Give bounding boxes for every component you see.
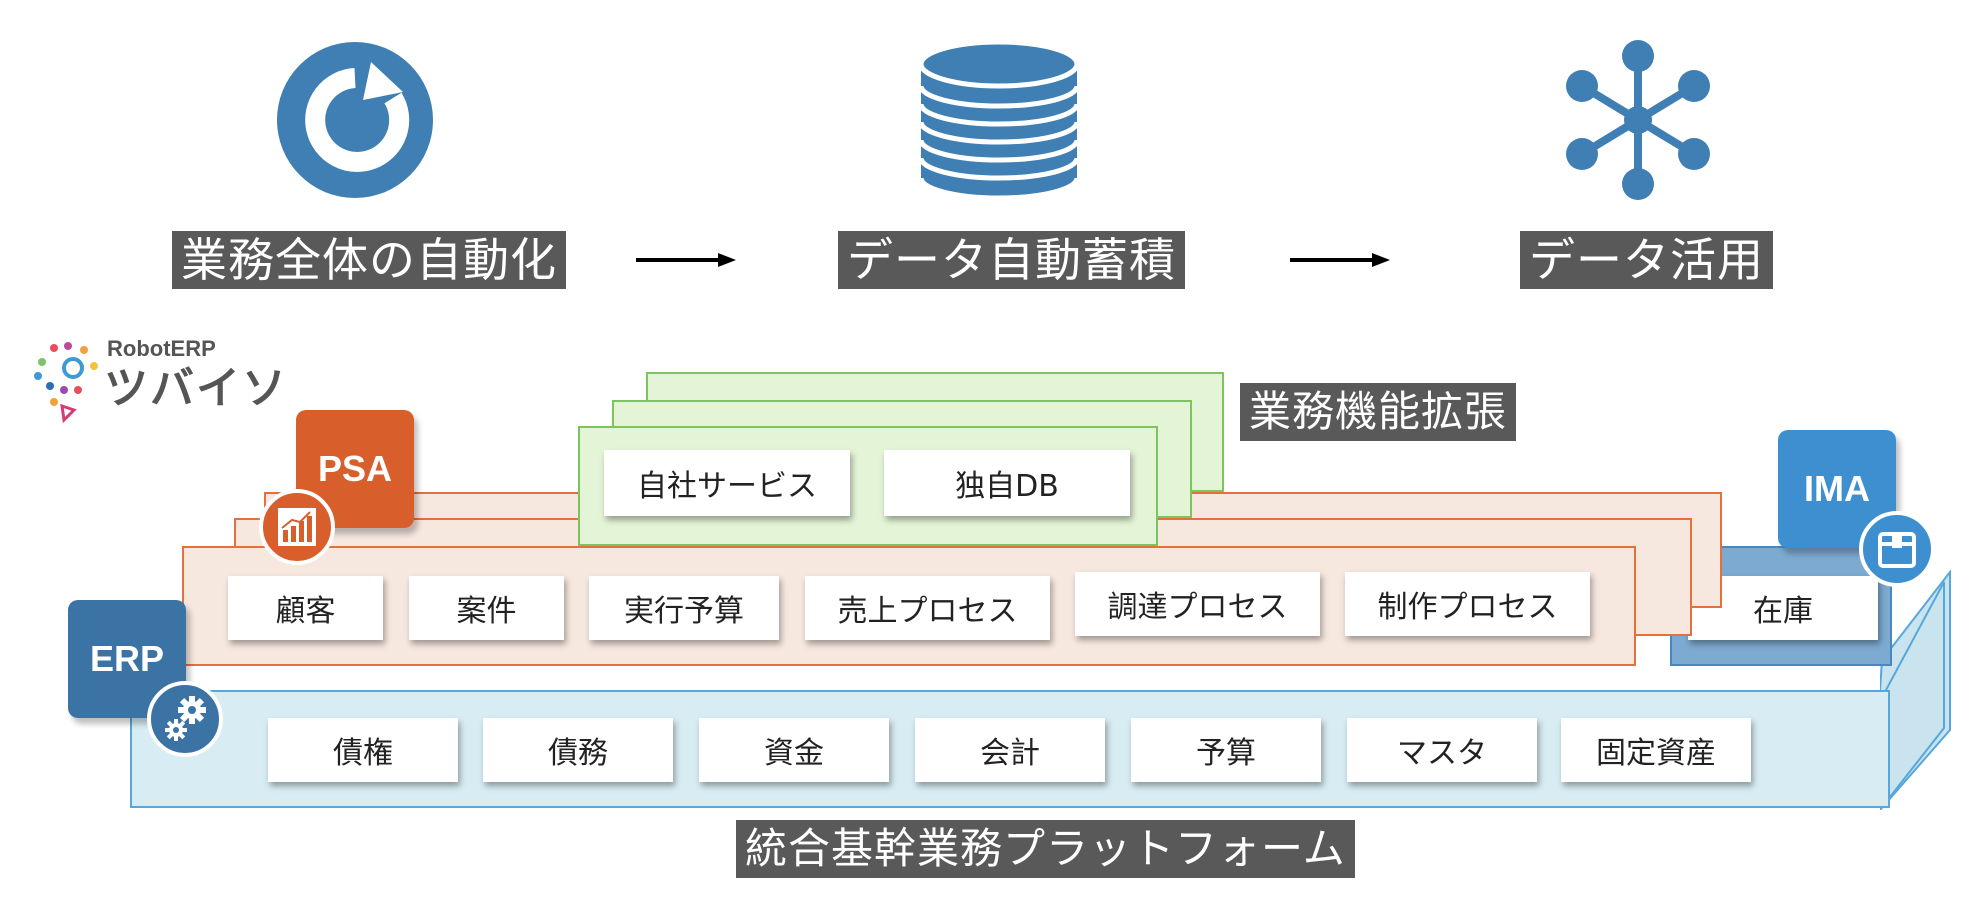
psa-card-procurement-process[interactable]: 調達プロセス xyxy=(1075,572,1320,636)
psa-card-customers[interactable]: 顧客 xyxy=(228,576,383,640)
chart-icon xyxy=(259,489,335,565)
erp-card-fixed-assets[interactable]: 固定資産 xyxy=(1561,718,1751,782)
erp-card-budget[interactable]: 予算 xyxy=(1131,718,1321,782)
arrow-right-icon xyxy=(1290,252,1390,267)
platform-label: 統合基幹業務プラットフォーム xyxy=(736,820,1355,878)
erp-card-funds[interactable]: 資金 xyxy=(699,718,889,782)
extension-label: 業務機能拡張 xyxy=(1240,383,1517,441)
psa-card-production-process[interactable]: 制作プロセス xyxy=(1345,572,1590,636)
erp-platform-side xyxy=(1880,570,1951,810)
erp-card-payables[interactable]: 債務 xyxy=(483,718,673,782)
extension-card-own-service[interactable]: 自社サービス xyxy=(604,450,850,516)
erp-card-receivables[interactable]: 債権 xyxy=(268,718,458,782)
erp-card-master[interactable]: マスタ xyxy=(1347,718,1537,782)
step-label-accumulation: データ自動蓄積 xyxy=(838,231,1185,289)
logo-mark-icon xyxy=(34,342,98,424)
psa-badge: PSA xyxy=(296,410,414,528)
erp-card-accounting[interactable]: 会計 xyxy=(915,718,1105,782)
erp-badge: ERP xyxy=(68,600,186,718)
network-hub-icon xyxy=(1566,40,1710,200)
gear-icon xyxy=(147,681,223,757)
step-label-automation: 業務全体の自動化 xyxy=(172,231,566,289)
logo-name-text: ツバイソ xyxy=(104,363,288,414)
logo-brand-text: RobotERP xyxy=(107,336,216,361)
psa-card-projects[interactable]: 案件 xyxy=(409,576,564,640)
refresh-icon xyxy=(277,42,433,198)
box-icon xyxy=(1859,511,1935,587)
step-label-utilization: データ活用 xyxy=(1520,231,1773,289)
database-icon xyxy=(918,40,1080,200)
psa-card-sales-process[interactable]: 売上プロセス xyxy=(805,576,1050,640)
extension-card-custom-db[interactable]: 独自DB xyxy=(884,450,1130,516)
psa-card-execution-budget[interactable]: 実行予算 xyxy=(589,576,779,640)
arrow-right-icon xyxy=(636,252,736,267)
